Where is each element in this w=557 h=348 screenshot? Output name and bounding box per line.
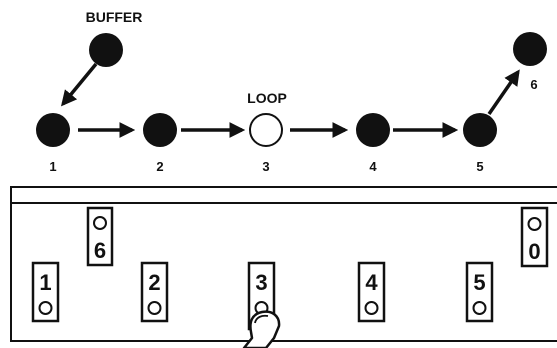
node-1	[36, 113, 70, 147]
pedal-button-2[interactable]: 2	[140, 261, 169, 323]
pedal-button-4[interactable]: 4	[357, 261, 386, 323]
buffer-node	[89, 33, 123, 67]
led-icon	[38, 301, 53, 315]
node-1-label: 1	[49, 159, 56, 174]
pressing-finger-icon	[242, 310, 281, 348]
pedal-button-3-label: 3	[255, 270, 267, 295]
led-icon	[472, 301, 487, 315]
node-2-label: 2	[156, 159, 163, 174]
panel-outline	[10, 186, 557, 342]
led-icon	[527, 217, 542, 231]
buffer-label: BUFFER	[86, 9, 143, 25]
pedal-button-1-label: 1	[39, 270, 51, 295]
pedal-button-0-label: 0	[528, 239, 540, 264]
node-3-loop	[249, 113, 283, 147]
node-6	[513, 32, 547, 66]
arrow-5-to-6	[487, 69, 520, 115]
flow-diagram: BUFFER LOOP 1 2 3 4 5 6	[36, 9, 547, 174]
loop-label: LOOP	[247, 90, 287, 106]
node-4-label: 4	[369, 159, 377, 174]
led-icon	[147, 301, 162, 315]
node-4	[356, 113, 390, 147]
pedal-panel: 1 6 2 3 4 5	[10, 186, 557, 348]
pedal-button-0[interactable]: 0	[520, 206, 549, 268]
pedal-button-1[interactable]: 1	[31, 261, 60, 323]
arrow-buffer-to-1	[60, 62, 98, 107]
node-3-label: 3	[262, 159, 269, 174]
pedal-button-5[interactable]: 5	[465, 261, 494, 323]
pedal-button-6[interactable]: 6	[86, 206, 114, 267]
led-icon	[93, 216, 107, 230]
node-5	[463, 113, 497, 147]
led-icon	[364, 301, 379, 315]
pedal-button-2-label: 2	[148, 270, 160, 295]
node-6-label: 6	[530, 77, 537, 92]
pedal-button-6-label: 6	[94, 238, 106, 263]
pedal-button-5-label: 5	[473, 270, 485, 295]
node-2	[143, 113, 177, 147]
pedal-button-4-label: 4	[365, 270, 378, 295]
node-5-label: 5	[476, 159, 483, 174]
